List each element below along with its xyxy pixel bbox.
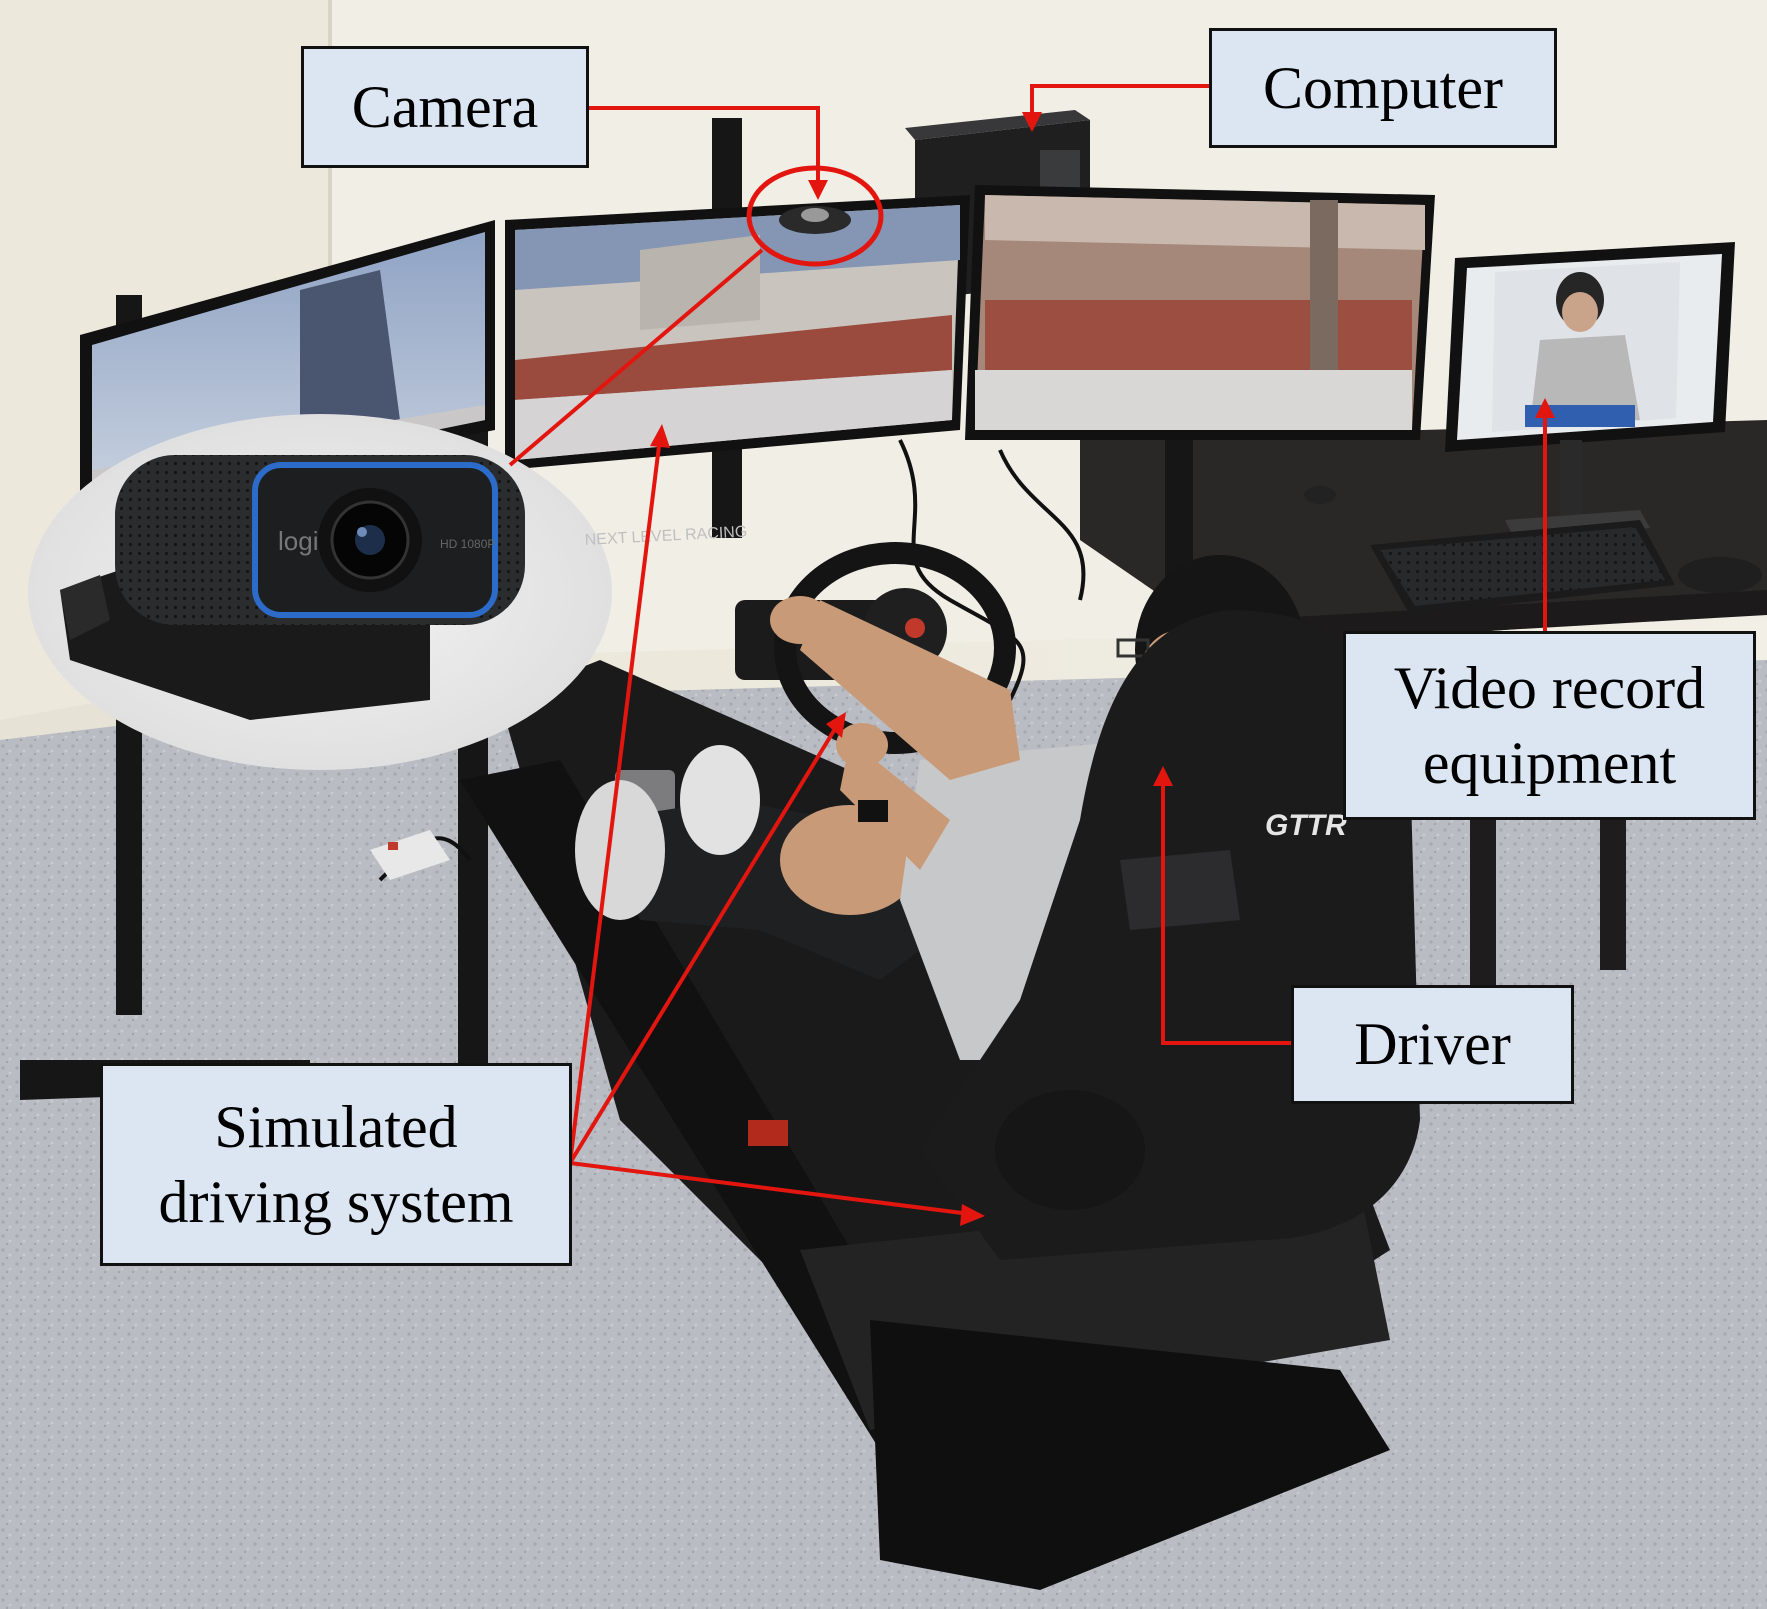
annotation-arrows [508, 84, 1547, 1216]
keyboard-mouse [1304, 486, 1762, 615]
video-record-label-line2: equipment [1422, 729, 1677, 796]
video-record-label: Video record equipment [1343, 631, 1756, 820]
video-record-label-line1: Video record [1393, 654, 1706, 721]
camera-label-text: Camera [351, 73, 539, 140]
computer-label: Computer [1209, 28, 1557, 148]
computer-label-text: Computer [1263, 54, 1503, 121]
simulated-label-line1: Simulated [214, 1093, 458, 1160]
simulated-label-line2: driving system [158, 1168, 514, 1235]
mounted-camera [779, 206, 851, 234]
simulated-driving-system-label: Simulated driving system [100, 1063, 572, 1266]
seat-brand-text: GTTR [1265, 809, 1347, 842]
power-strip [370, 830, 450, 880]
webcam-model-text: HD 1080P [440, 537, 495, 551]
driver-label-text: Driver [1354, 1011, 1511, 1077]
webcam-brand-text: logi [278, 526, 318, 556]
video-record-monitor [1445, 242, 1735, 540]
arrow-heads [650, 112, 1555, 1226]
camera-label: Camera [301, 46, 589, 168]
webcam-inset: logi HD 1080P [28, 414, 612, 770]
simulator-screens [80, 185, 1435, 510]
driver-label: Driver [1291, 985, 1574, 1104]
